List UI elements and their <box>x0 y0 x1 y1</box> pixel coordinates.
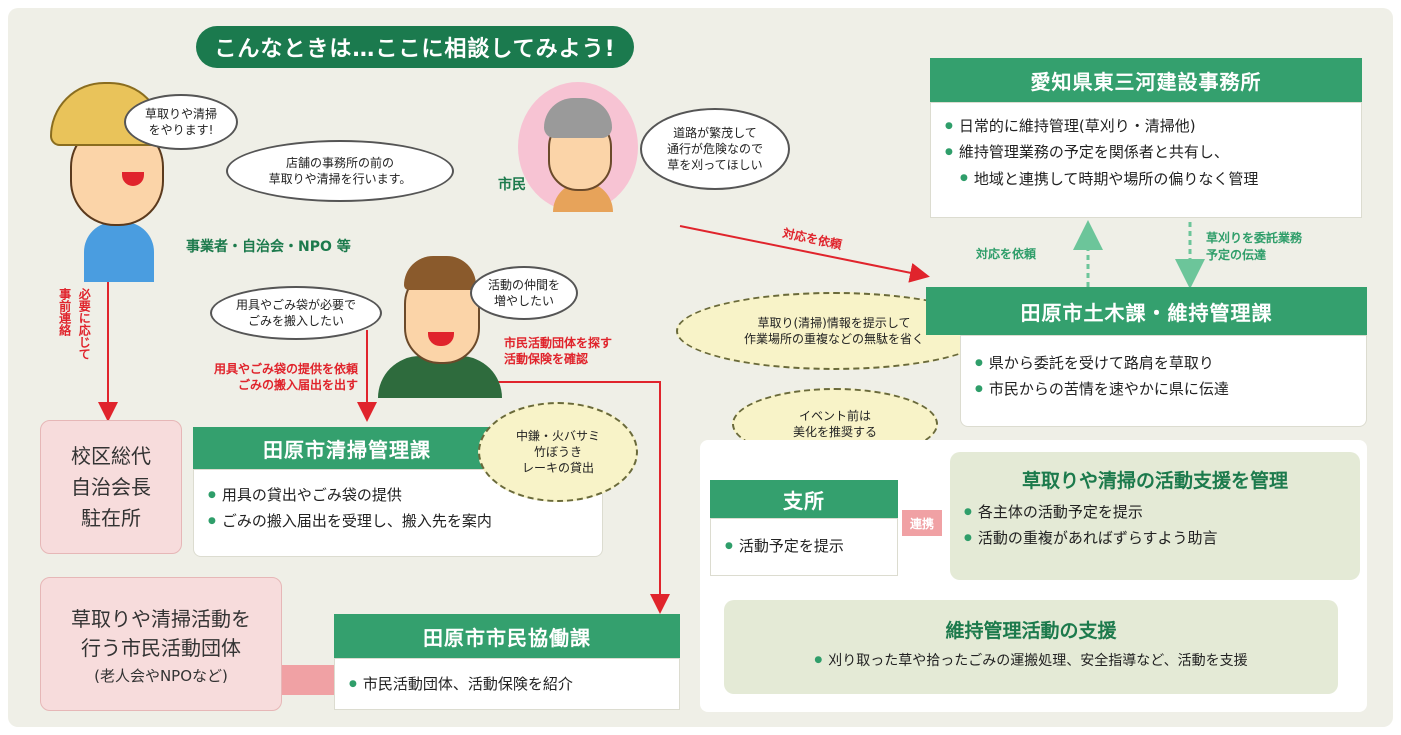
link-citizen-group <box>282 665 334 695</box>
shisho-body: 活動予定を提示 <box>710 518 898 576</box>
school-district-box: 校区総代 自治会長 駐在所 <box>40 420 182 554</box>
aichi-office: 愛知県東三河建設事務所 日常的に維持管理(草刈り・清掃他) 維持管理業務の予定を… <box>930 58 1362 218</box>
shisho-title: 支所 <box>710 480 898 518</box>
maintenance-item-1: 刈り取った草や拾ったごみの運搬処理、安全指導など、活動を支援 <box>738 649 1324 674</box>
aichi-item-1: 日常的に維持管理(草刈り・清掃他) <box>945 113 1347 139</box>
kyodo-item-1: 市民活動団体、活動保険を紹介 <box>349 671 665 697</box>
find-group-label: 市民活動団体を探す 活動保険を確認 <box>504 336 613 366</box>
manage-item-1: 各主体の活動予定を提示 <box>964 499 1346 525</box>
doboku-dept-title: 田原市土木課・維持管理課 <box>926 287 1367 335</box>
kyodo-dept-title: 田原市市民協働課 <box>334 614 680 658</box>
citizen-label: 市民 <box>498 177 526 193</box>
aichi-office-title: 愛知県東三河建設事務所 <box>930 58 1362 102</box>
speech-bubble-5: 用具やごみ袋が必要でごみを搬入したい <box>210 286 382 340</box>
doboku-dept-body: 県から委託を受けて路肩を草取り 市民からの苦情を速やかに県に伝達 <box>960 335 1367 427</box>
citizen-hair <box>544 98 612 138</box>
page-title: こんなときは…ここに相談してみよう! <box>196 26 634 68</box>
supply-request-label: 用具やごみ袋の提供を依頼 ごみの搬入届出を出す <box>213 362 358 392</box>
seiso-item-1: 用具の貸出やごみ袋の提供 <box>208 482 588 508</box>
prior-contact-label: 事前連絡 必要に応じて <box>57 288 92 360</box>
aichi-item-3: 地域と連携して時期や場所の偏りなく管理 <box>945 166 1347 192</box>
business-hair <box>404 256 476 290</box>
tools-bubble: 中鎌・火バサミ竹ぼうきレーキの貸出 <box>478 402 638 502</box>
school-district-line-2: 自治会長 <box>71 474 151 499</box>
shisho-office: 支所 活動予定を提示 <box>710 480 898 576</box>
renkei-badge: 連携 <box>902 510 942 536</box>
manage-item-2: 活動の重複があればずらすよう助言 <box>964 525 1346 551</box>
speech-bubble-2: 店舗の事務所の前の草取りや清掃を行います。 <box>226 140 454 202</box>
aichi-item-2: 維持管理業務の予定を関係者と共有し、 <box>945 139 1347 165</box>
worker-body <box>84 222 154 282</box>
maintenance-support-box: 維持管理活動の支援 刈り取った草や拾ったごみの運搬処理、安全指導など、活動を支援 <box>724 600 1338 694</box>
kyodo-dept: 田原市市民協働課 市民活動団体、活動保険を紹介 <box>334 614 680 710</box>
aichi-office-body: 日常的に維持管理(草刈り・清掃他) 維持管理業務の予定を関係者と共有し、 地域と… <box>930 102 1362 218</box>
activity-manage-title: 草取りや清掃の活動支援を管理 <box>1021 470 1288 492</box>
kyodo-dept-body: 市民活動団体、活動保険を紹介 <box>334 658 680 710</box>
speech-bubble-1: 草取りや清掃をやります! <box>124 94 238 150</box>
speech-bubble-3: 道路が繁茂して通行が危険なので草を刈ってほしい <box>640 108 790 190</box>
doboku-item-2: 市民からの苦情を速やかに県に伝達 <box>975 376 1352 402</box>
citizen-group-line-2: 行う市民活動団体 <box>81 635 241 660</box>
school-district-line-1: 校区総代 <box>71 443 151 468</box>
speech-bubble-4: 活動の仲間を増やしたい <box>470 266 578 320</box>
activity-manage-box: 草取りや清掃の活動支援を管理 各主体の活動予定を提示 活動の重複があればずらすよ… <box>950 452 1360 580</box>
arrow-request-response <box>679 225 930 283</box>
citizen-figure <box>518 82 638 212</box>
citizen-group-box: 草取りや清掃活動を 行う市民活動団体 (老人会やNPOなど) <box>40 577 282 711</box>
school-district-line-3: 駐在所 <box>81 505 141 530</box>
doboku-dept: 田原市土木課・維持管理課 県から委託を受けて路肩を草取り 市民からの苦情を速やか… <box>926 287 1367 435</box>
citizen-group-line-3: (老人会やNPOなど) <box>94 666 228 685</box>
business-figure <box>370 248 510 398</box>
maintenance-support-title: 維持管理活動の支援 <box>945 620 1117 642</box>
shisho-item-1: 活動予定を提示 <box>725 533 883 559</box>
worker-mouth <box>122 172 144 186</box>
business-mouth <box>428 332 454 346</box>
citizen-group-line-1: 草取りや清掃活動を <box>71 606 251 631</box>
seiso-dept-body: 用具の貸出やごみ袋の提供 ごみの搬入届出を受理し、搬入先を案内 <box>193 469 603 557</box>
doboku-item-1: 県から委託を受けて路肩を草取り <box>975 350 1352 376</box>
business-label: 事業者・自治会・NPO 等 <box>186 239 351 255</box>
seiso-item-2: ごみの搬入届出を受理し、搬入先を案内 <box>208 508 588 534</box>
arrow-find-group <box>498 381 670 614</box>
request-dept-label: 対応を依頼 <box>976 247 1037 261</box>
outsourcing-label: 草刈りを委託業務 予定の伝達 <box>1206 231 1303 262</box>
